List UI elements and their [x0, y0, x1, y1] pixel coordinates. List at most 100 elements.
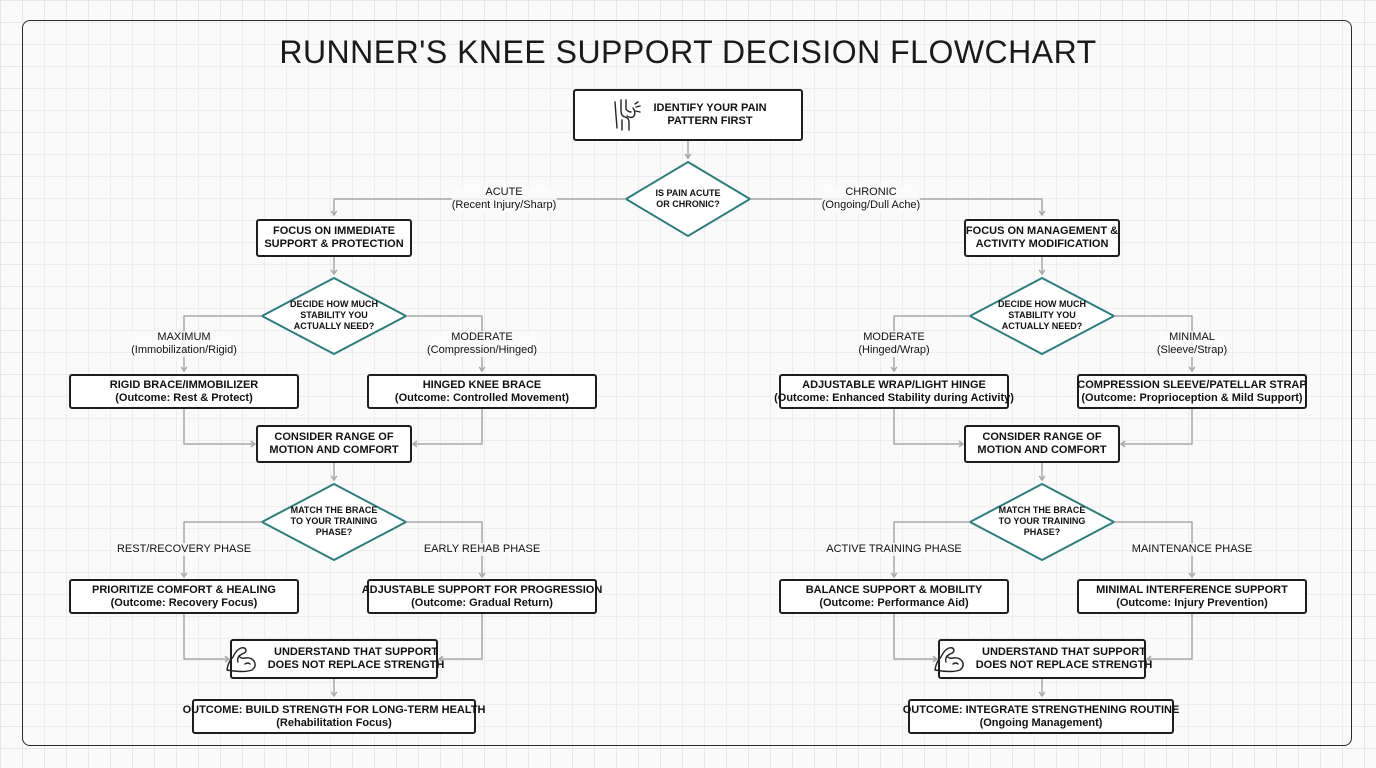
- connector-line: [1114, 521, 1193, 577]
- text-line: HINGED KNEE BRACE: [422, 378, 542, 391]
- right-outcome-node: OUTCOME: INTEGRATE STRENGTHENING ROUTINE…: [903, 699, 1179, 734]
- text-line: (Compression/Hinged): [426, 344, 538, 356]
- text-line: ACUTE: [485, 186, 523, 198]
- text-line: STABILITY YOU: [1008, 310, 1076, 321]
- text-line: IDENTIFY YOUR PAIN: [653, 102, 767, 114]
- right-focus-node: FOCUS ON MANAGEMENT &ACTIVITY MODIFICATI…: [964, 219, 1120, 257]
- left-phase-b-label: EARLY REHAB PHASE: [423, 543, 541, 556]
- text-line: (Outcome: Gradual Return): [411, 596, 553, 609]
- left-outcome-node: OUTCOME: BUILD STRENGTH FOR LONG-TERM HE…: [183, 699, 485, 734]
- arrowhead: [1188, 572, 1196, 579]
- left-opt-b-label: MODERATE(Compression/Hinged): [426, 331, 538, 357]
- arrowhead: [330, 269, 338, 276]
- text-line: (Outcome: Controlled Movement): [394, 391, 570, 404]
- text-line: MODERATE: [863, 331, 925, 343]
- arrowhead: [180, 366, 188, 373]
- text-line: STABILITY YOU: [300, 310, 368, 321]
- left-opt-a-node: RIGID BRACE/IMMOBILIZER(Outcome: Rest & …: [69, 374, 299, 409]
- text-line: (Hinged/Wrap): [858, 344, 930, 356]
- connector-line: [413, 409, 483, 445]
- text-line: TO YOUR TRAINING: [290, 516, 378, 527]
- arrowhead: [890, 572, 898, 579]
- flexed-arm-icon: [224, 644, 258, 674]
- right-phase-decision-shape: [967, 482, 1117, 562]
- decision-acute-or-chronic-shape: [624, 160, 752, 238]
- arrowhead: [1038, 210, 1046, 217]
- text-line: DECIDE HOW MUCH: [997, 299, 1086, 310]
- text-line: ACTUALLY NEED?: [1001, 321, 1083, 332]
- text-line: SUPPORT & PROTECTION: [264, 238, 404, 250]
- arrowhead: [478, 572, 486, 579]
- text-line: REST/RECOVERY PHASE: [116, 543, 252, 555]
- text-line: (Ongoing/Dull Ache): [821, 199, 921, 211]
- text-line: FOCUS ON IMMEDIATE: [272, 225, 395, 237]
- text-line: MOTION AND COMFORT: [977, 444, 1107, 456]
- text-line: OUTCOME: BUILD STRENGTH FOR LONG-TERM HE…: [182, 703, 486, 716]
- connector-line: [183, 521, 262, 577]
- text-line: DOES NOT REPLACE STRENGTH: [267, 659, 445, 671]
- text-line: MAXIMUM: [157, 331, 211, 343]
- right-phase-a-node: BALANCE SUPPORT & MOBILITY(Outcome: Perf…: [779, 579, 1009, 614]
- left-stability-decision-shape: [259, 276, 409, 356]
- right-phase-b-node: MINIMAL INTERFERENCE SUPPORT(Outcome: In…: [1077, 579, 1307, 614]
- arrowhead: [411, 440, 418, 448]
- left-phase-b-node: ADJUSTABLE SUPPORT FOR PROGRESSION(Outco…: [362, 579, 602, 614]
- text-line: CHRONIC: [845, 186, 897, 198]
- text-line: MOTION AND COMFORT: [269, 444, 399, 456]
- text-line: ADJUSTABLE SUPPORT FOR PROGRESSION: [361, 583, 603, 596]
- arrowhead: [224, 655, 231, 663]
- text-line: ACTIVE TRAINING PHASE: [826, 543, 962, 555]
- text-line: FOCUS ON MANAGEMENT &: [965, 225, 1119, 237]
- text-line: MATCH THE BRACE: [290, 505, 378, 516]
- arrowhead: [330, 475, 338, 482]
- right-phase-a-label: ACTIVE TRAINING PHASE: [826, 543, 962, 556]
- right-phase-b-label: MAINTENANCE PHASE: [1131, 543, 1253, 556]
- text-line: TO YOUR TRAINING: [998, 516, 1086, 527]
- right-opt-b-node: COMPRESSION SLEEVE/PATELLAR STRAP(Outcom…: [1077, 374, 1307, 409]
- text-line: MATCH THE BRACE: [998, 505, 1086, 516]
- text-line: (Outcome: Proprioception & Mild Support): [1081, 391, 1303, 404]
- connector-line: [893, 614, 937, 660]
- text-line: (Sleeve/Strap): [1156, 344, 1228, 356]
- text-line: (Immobilization/Rigid): [131, 344, 237, 356]
- text-line: (Recent Injury/Sharp): [451, 199, 557, 211]
- text-line: MAINTENANCE PHASE: [1131, 543, 1253, 555]
- text-line: COMPRESSION SLEEVE/PATELLAR STRAP: [1077, 378, 1307, 391]
- branch-label-chronic: CHRONIC(Ongoing/Dull Ache): [821, 186, 921, 212]
- text-line: MINIMAL INTERFERENCE SUPPORT: [1096, 583, 1288, 596]
- connector-line: [183, 614, 229, 660]
- text-line: BALANCE SUPPORT & MOBILITY: [805, 583, 983, 596]
- arrowhead: [1188, 366, 1196, 373]
- connector-line: [1147, 614, 1193, 660]
- arrowhead: [1119, 440, 1126, 448]
- text-line: RIGID BRACE/IMMOBILIZER: [109, 378, 259, 391]
- connector-line: [893, 521, 970, 577]
- connector-line: [406, 521, 483, 577]
- text-line: ACTIVITY MODIFICATION: [975, 238, 1109, 250]
- text-line: PHASE?: [1023, 527, 1061, 538]
- text-line: (Outcome: Injury Prevention): [1116, 596, 1268, 609]
- right-opt-b-label: MINIMAL(Sleeve/Strap): [1156, 331, 1228, 357]
- arrowhead: [1038, 691, 1046, 698]
- text-line: PATTERN FIRST: [667, 115, 753, 127]
- connector-line: [893, 409, 963, 445]
- connector-line: [439, 614, 483, 660]
- text-line: (Outcome: Recovery Focus): [110, 596, 258, 609]
- text-line: UNDERSTAND THAT SUPPORT: [982, 646, 1146, 658]
- arrowhead: [330, 210, 338, 217]
- arrowhead: [250, 440, 257, 448]
- arrowhead: [932, 655, 939, 663]
- arrowhead: [1145, 655, 1152, 663]
- text-line: DECIDE HOW MUCH: [289, 299, 378, 310]
- right-opt-a-label: MODERATE(Hinged/Wrap): [858, 331, 930, 357]
